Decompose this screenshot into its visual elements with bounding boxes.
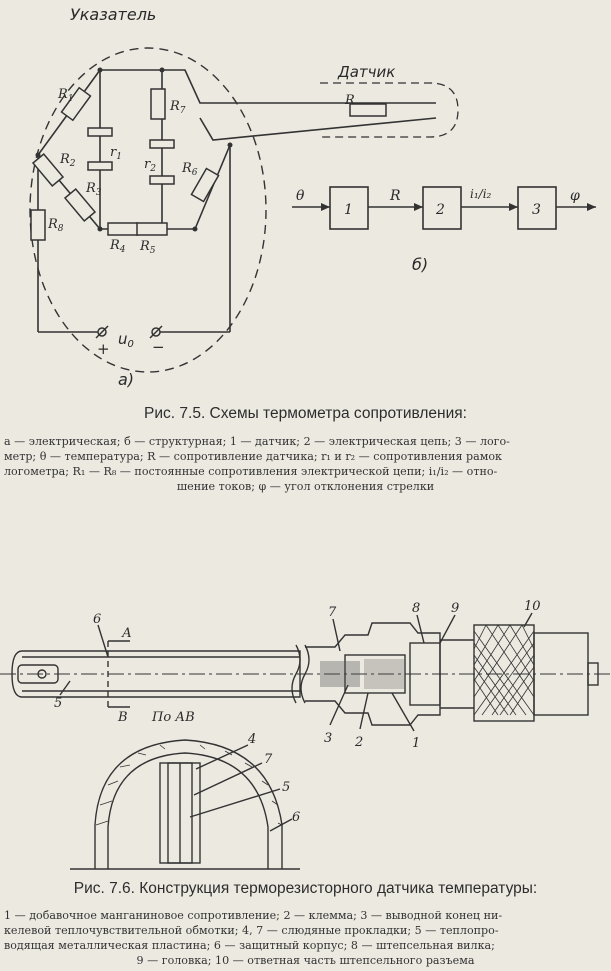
block-input-theta: θ: [296, 188, 305, 204]
block-link-r: R: [389, 188, 401, 204]
r5-label: R5: [139, 239, 156, 256]
figure-7-6-drawing: 6 5 7 8 9 10 3 2 1 А В По АВ 4 7 5 6: [0, 599, 610, 870]
callout-9: 9: [451, 601, 459, 616]
supply-minus: −: [152, 338, 165, 356]
subfigure-a-label: а): [118, 370, 134, 389]
legend-line: 9 — головка; 10 — ответная часть штепсел…: [136, 954, 475, 967]
block-1: 1: [344, 202, 353, 218]
callout-5: 5: [54, 696, 62, 711]
callout-10: 10: [524, 599, 541, 614]
r4-label: R4: [109, 238, 126, 255]
figure-7-6-title: Рис. 7.6. Конструкция терморезисторного …: [73, 880, 538, 897]
section-mark-a: А: [121, 626, 132, 641]
block-link-current-ratio: i₁/i₂: [470, 187, 492, 201]
legend-line: логометра; R₁ — R₈ — постоянные сопротив…: [4, 465, 498, 478]
r8-label: R8: [47, 217, 64, 234]
supply-plus: +: [97, 340, 110, 358]
callout-1: 1: [412, 736, 420, 751]
figure-7-5-legend: а — электрическая; б — структурная; 1 — …: [4, 434, 607, 494]
block-output-phi: φ: [570, 188, 580, 204]
r6-label: R6: [181, 161, 198, 178]
section-callout-5: 5: [282, 780, 290, 795]
subfigure-b-label: б): [412, 255, 428, 274]
section-label: По АВ: [151, 710, 195, 725]
legend-line: келевой теплочувствительной обмотки; 4, …: [4, 924, 499, 937]
legend-line: водящая металлическая пластина; 6 — защи…: [4, 939, 495, 952]
frame-r2-label: r2: [144, 157, 156, 174]
sensor-r-label: R: [344, 93, 355, 108]
r1-label: R1: [57, 87, 74, 104]
block-2: 2: [435, 202, 445, 218]
r7-label: R7: [169, 99, 186, 116]
callout-6: 6: [93, 612, 101, 627]
section-mark-b: В: [117, 710, 128, 725]
r3-label: R3: [85, 181, 102, 198]
callout-3: 3: [324, 731, 332, 746]
legend-line: а — электрическая; б — структурная; 1 — …: [4, 435, 510, 448]
section-callout-6: 6: [292, 810, 300, 825]
r2-label: R2: [59, 152, 76, 169]
callout-2: 2: [354, 735, 363, 750]
block-3: 3: [532, 202, 541, 218]
frame-r1-label: r1: [110, 145, 122, 162]
supply-voltage: u0: [118, 330, 134, 350]
legend-line: метр; θ — температура; R — сопротивление…: [4, 450, 502, 463]
legend-line: шение токов; φ — угол отклонения стрелки: [176, 480, 435, 493]
indicator-label: Указатель: [70, 5, 156, 24]
section-callout-4: 4: [247, 732, 256, 747]
callout-8: 8: [412, 601, 420, 616]
figure-7-5-title: Рис. 7.5. Схемы термометра сопротивления…: [144, 405, 467, 422]
legend-line: 1 — добавочное манганиновое сопротивлени…: [4, 909, 503, 922]
figure-7-6-legend: 1 — добавочное манганиновое сопротивлени…: [4, 908, 607, 968]
figure-7-5-diagram: Указатель Датчик R1 R7 r1 r2 R2 R3 R6 R8…: [29, 5, 596, 389]
sensor-label: Датчик: [337, 63, 395, 81]
callout-7: 7: [328, 605, 337, 620]
section-callout-7: 7: [264, 752, 273, 767]
